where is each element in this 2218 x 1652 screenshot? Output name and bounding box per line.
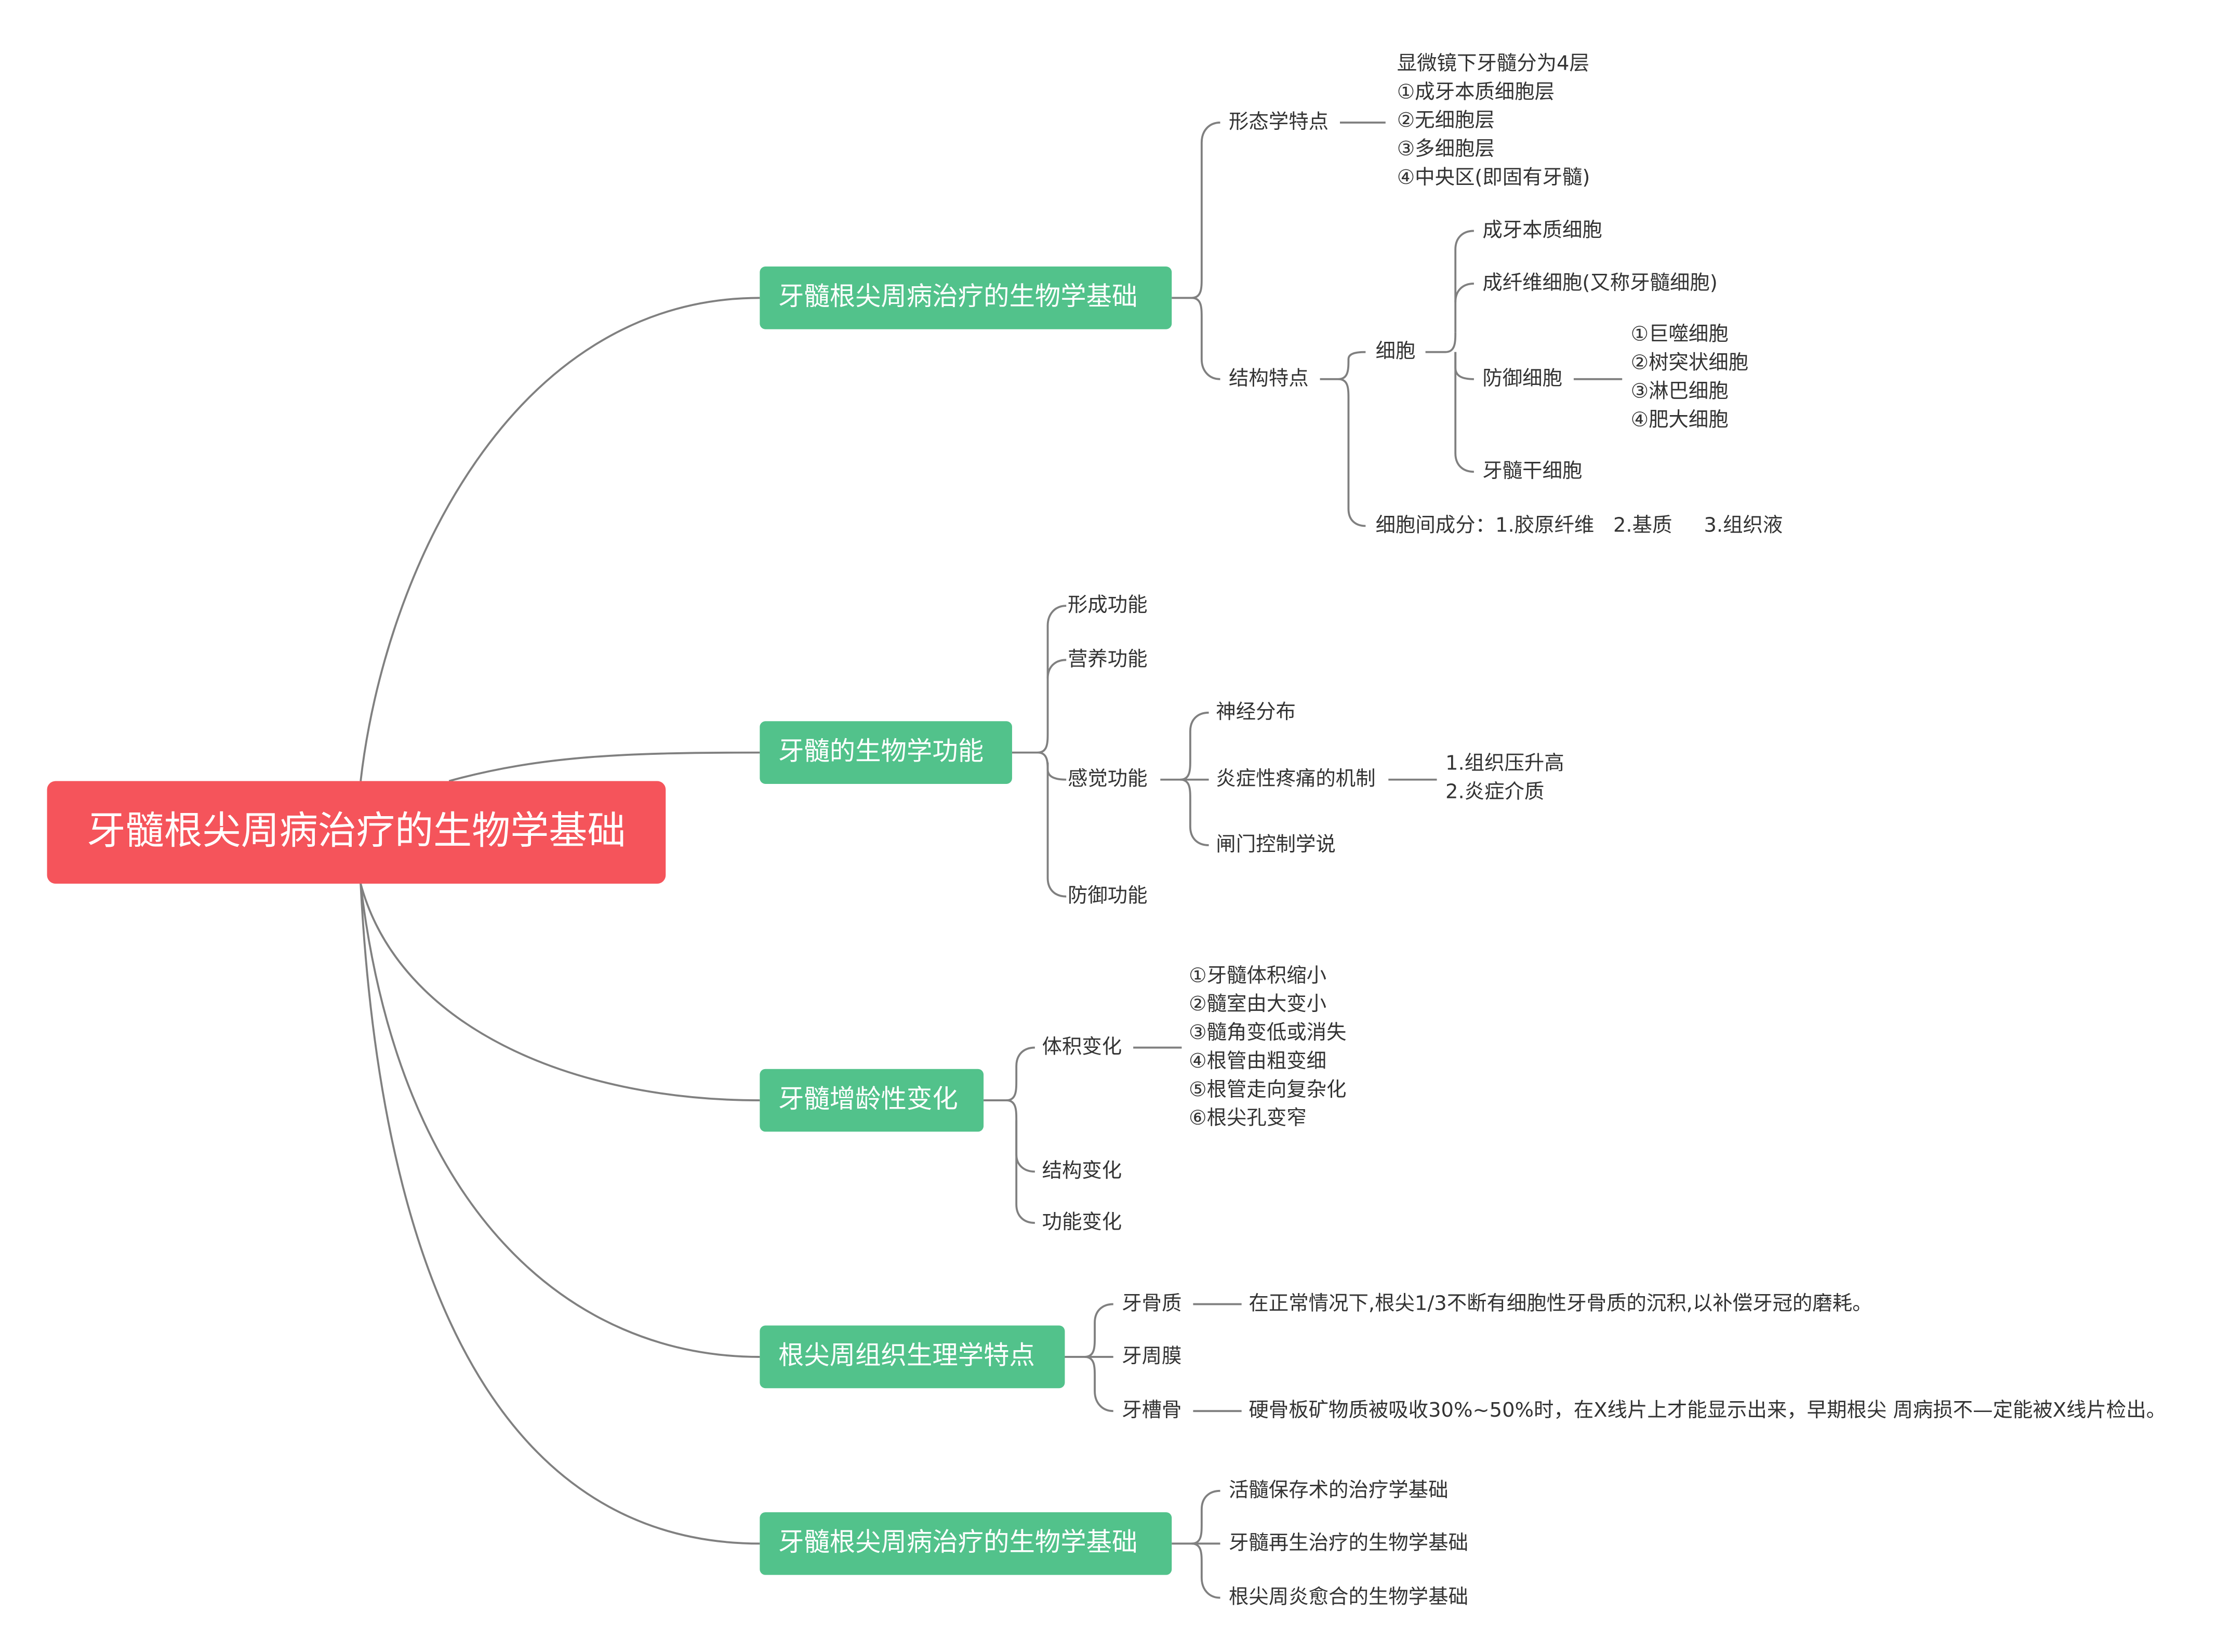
list-item: ①牙髓体积缩小 — [1189, 965, 1327, 988]
list-item: ④肥大细胞 — [1630, 409, 1729, 432]
link-topic2-sensation — [1038, 751, 1067, 781]
alveolar-bone-note[interactable]: 硬骨板矿物质被吸收30%~50%时，在X线片上才能显示出来，早期根尖 周病损不—… — [1249, 1400, 2167, 1423]
link-topic5-item1 — [1172, 1489, 1220, 1545]
pulp-regeneration-label[interactable]: 牙髓再生治疗的生物学基础 — [1228, 1532, 1468, 1555]
inflammatory-pain-label[interactable]: 炎症性疼痛的机制 — [1216, 768, 1376, 791]
alveolar-bone-label[interactable]: 牙槽骨 — [1122, 1400, 1182, 1423]
volume-change-list: ①牙髓体积缩小 ②髓室由大变小 ③髓角变低或消失 ④根管由粗变细 ⑤根管走向复杂… — [1189, 962, 1346, 1133]
vital-pulp-therapy-label[interactable]: 活髓保存术的治疗学基础 — [1228, 1479, 1449, 1502]
list-item: 1.组织压升高 — [1445, 752, 1564, 776]
link-cells-defense — [1454, 352, 1474, 380]
link-sensation-gate — [1180, 778, 1209, 846]
nerve-distribution-label[interactable]: 神经分布 — [1216, 701, 1296, 724]
link-root-topic4 — [360, 883, 760, 1358]
morphology-layers-list: 显微镜下牙髓分为4层 ①成牙本质细胞层 ②无细胞层 ③多细胞层 ④中央区(即固有… — [1397, 50, 1590, 192]
sensation-function-label[interactable]: 感觉功能 — [1067, 768, 1148, 791]
link-topic2-defense — [1046, 762, 1067, 898]
root-topic[interactable]: 牙髓根尖周病治疗的生物学基础 — [47, 781, 666, 884]
defense-cells-label[interactable]: 防御细胞 — [1482, 367, 1562, 391]
periodontal-ligament-label[interactable]: 牙周膜 — [1122, 1345, 1182, 1368]
list-item: ①巨噬细胞 — [1630, 323, 1729, 347]
defense-function-label[interactable]: 防御功能 — [1067, 885, 1148, 908]
list-item: ⑤根管走向复杂化 — [1189, 1078, 1347, 1102]
list-item: ⑥根尖孔变窄 — [1189, 1107, 1307, 1130]
link-topic1-struct — [1191, 297, 1220, 380]
link-topic4-alveolar — [1084, 1355, 1113, 1413]
link-root-topic1 — [360, 297, 760, 781]
list-item: ②树突状细胞 — [1630, 352, 1749, 375]
link-topic3-structure — [1015, 1120, 1035, 1173]
topic-pulp-biological-function[interactable]: 牙髓的生物学功能 — [760, 721, 1012, 784]
function-change-label[interactable]: 功能变化 — [1042, 1211, 1122, 1234]
topic-pulp-age-changes[interactable]: 牙髓增龄性变化 — [760, 1069, 984, 1132]
link-cells-stem — [1454, 352, 1474, 473]
list-item: ①成牙本质细胞层 — [1397, 81, 1555, 104]
pain-mechanism-list: 1.组织压升高 2.炎症介质 — [1445, 750, 1564, 807]
volume-change-label[interactable]: 体积变化 — [1042, 1036, 1122, 1059]
list-item: 显微镜下牙髓分为4层 — [1397, 52, 1589, 76]
cementum-label[interactable]: 牙骨质 — [1122, 1293, 1182, 1316]
cells-label[interactable]: 细胞 — [1375, 340, 1416, 364]
link-topic2-nutrition — [1046, 659, 1067, 679]
link-topic3-volume — [984, 1046, 1035, 1101]
topic-periapical-physiology[interactable]: 根尖周组织生理学特点 — [760, 1325, 1065, 1389]
list-item: ③髓角变低或消失 — [1189, 1022, 1347, 1045]
link-topic5-item3 — [1191, 1542, 1220, 1599]
link-root-topic5 — [360, 883, 760, 1545]
link-cells-fibroblast — [1454, 283, 1474, 302]
morphology-label[interactable]: 形态学特点 — [1228, 111, 1329, 134]
link-topic2-formation — [1012, 605, 1067, 754]
link-topic4-cementum — [1065, 1303, 1113, 1358]
cementum-note[interactable]: 在正常情况下,根尖1/3不断有细胞性牙骨质的沉积,以补偿牙冠的磨耗。 — [1249, 1293, 1872, 1316]
link-struct-matrix — [1338, 378, 1366, 527]
list-item: ③淋巴细胞 — [1630, 380, 1729, 404]
list-item: 2.炎症介质 — [1445, 781, 1545, 804]
gate-control-label[interactable]: 闸门控制学说 — [1216, 834, 1336, 857]
link-root-topic3 — [360, 883, 760, 1101]
defense-cells-list: ①巨噬细胞 ②树突状细胞 ③淋巴细胞 ④肥大细胞 — [1631, 321, 1749, 434]
link-sensation-nerve — [1160, 711, 1209, 781]
link-topic1-morph — [1172, 122, 1220, 299]
formation-function-label[interactable]: 形成功能 — [1067, 594, 1148, 617]
link-struct-fork — [1320, 351, 1366, 380]
list-item: ④中央区(即固有牙髓) — [1397, 167, 1590, 190]
link-root-topic2 — [448, 751, 760, 782]
list-item: ②髓室由大变小 — [1189, 993, 1327, 1017]
odontoblast-label[interactable]: 成牙本质细胞 — [1482, 219, 1602, 243]
link-cells-odontoblast — [1454, 230, 1474, 332]
list-item: ②无细胞层 — [1397, 110, 1495, 133]
list-item: ③多细胞层 — [1397, 138, 1495, 162]
stem-cells-label[interactable]: 牙髓干细胞 — [1482, 460, 1583, 484]
topic-treatment-basis[interactable]: 牙髓根尖周病治疗的生物学基础 — [760, 1512, 1172, 1575]
structure-label[interactable]: 结构特点 — [1228, 367, 1309, 391]
list-item: ④根管由粗变细 — [1189, 1050, 1327, 1073]
topic-pulp-periapical-basis[interactable]: 牙髓根尖周病治疗的生物学基础 — [760, 267, 1172, 329]
fibroblast-label[interactable]: 成纤维细胞(又称牙髓细胞) — [1482, 272, 1718, 295]
structure-change-label[interactable]: 结构变化 — [1042, 1160, 1122, 1183]
periapical-healing-label[interactable]: 根尖周炎愈合的生物学基础 — [1228, 1586, 1468, 1609]
link-topic3-function — [1006, 1099, 1035, 1224]
intercellular-components-label[interactable]: 细胞间成分：1.胶原纤维 2.基质 3.组织液 — [1375, 514, 1783, 538]
nutrition-function-label[interactable]: 营养功能 — [1067, 648, 1148, 672]
link-cells-fork — [1425, 332, 1457, 353]
